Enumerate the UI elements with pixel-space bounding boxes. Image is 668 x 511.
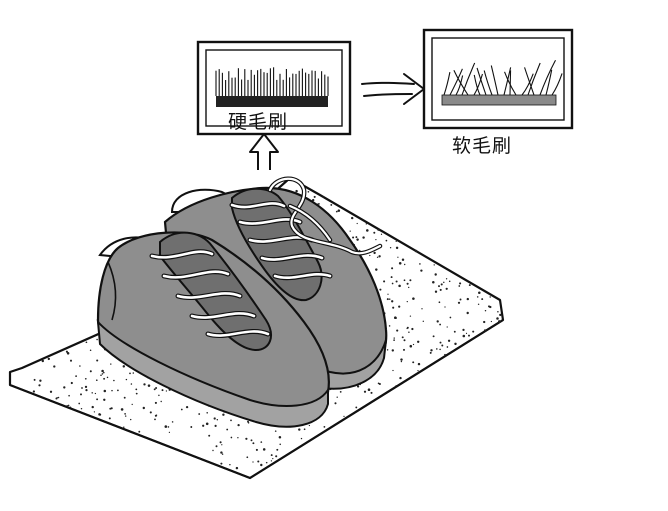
shoe-left [96,231,330,428]
hard-brush-label: 硬毛刷 [228,111,288,133]
arrow-right-icon [361,73,425,105]
hard-brush-panel: 硬毛刷 [196,40,352,136]
hard-brush-bar [216,96,328,107]
soft-brush-panel [422,28,574,130]
arrow-up-icon [249,133,279,170]
soft-brush-label: 软毛刷 [452,135,512,157]
soft-brush-bar [441,94,557,106]
